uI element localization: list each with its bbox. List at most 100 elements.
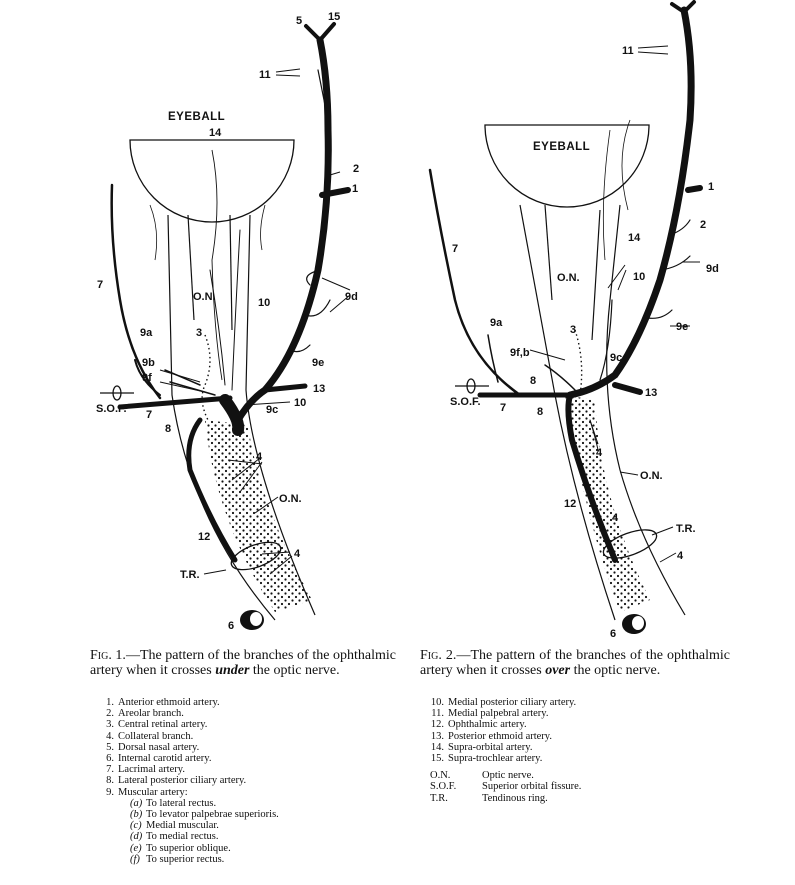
fig2-label-9c: 9c <box>610 352 622 364</box>
fig1-label-9b: 9b <box>142 357 155 369</box>
fig1-label-9f: 9f <box>142 372 152 384</box>
fig1-label-12: 12 <box>198 531 210 543</box>
fig2-label-on: O.N. <box>557 272 580 284</box>
fig1-label-on-lower: O.N. <box>279 493 302 505</box>
fig2-legend: 10.Medial posterior ciliary artery. 11.M… <box>420 697 581 804</box>
fig1-ophthalmic-artery <box>110 22 351 563</box>
abbreviation-item: S.O.F.Superior orbital fissure. <box>430 781 582 793</box>
fig1-central-retinal <box>201 334 211 421</box>
legend-item: 7.Lacrimal artery. <box>106 764 185 776</box>
fig1-legend: 1.Anterior ethmoid artery. 2.Areolar bra… <box>90 697 279 865</box>
fig1-label-11: 11 <box>259 69 271 81</box>
fig2-label-9d: 9d <box>706 263 719 275</box>
figure-1: 5 15 11 EYEBALL 14 2 1 7 O.N. 10 9d 9a 3… <box>96 11 359 632</box>
legend-item: 4.Collateral branch. <box>106 730 194 742</box>
fig2-caption-prefix: Fig. 2. <box>420 648 457 663</box>
fig1-caption-emphasis: under <box>215 663 250 678</box>
fig2-label-10: 10 <box>633 271 645 283</box>
fig1-labels: 5 15 11 EYEBALL 14 2 1 7 O.N. 10 9d 9a 3… <box>96 11 359 632</box>
fig1-label-6: 6 <box>228 620 234 632</box>
fig2-label-on-lower: O.N. <box>640 470 663 482</box>
fig2-dural-sheath <box>565 395 650 612</box>
fig2-label-2: 2 <box>700 219 706 231</box>
fig2-ophthalmic-artery <box>428 0 703 563</box>
fig2-label-1: 1 <box>708 181 714 193</box>
fig2-label-7-bottom: 7 <box>500 402 506 414</box>
fig2-label-12: 12 <box>564 498 576 510</box>
fig1-label-5: 5 <box>296 15 302 27</box>
fig2-label-9a: 9a <box>490 317 503 329</box>
fig1-label-3: 3 <box>196 327 202 339</box>
legend-item: 12.Ophthalmic artery. <box>430 719 527 731</box>
fig2-label-14: 14 <box>628 232 641 244</box>
fig2-optic-nerve <box>519 119 686 621</box>
fig1-label-8: 8 <box>165 423 171 435</box>
fig1-label-9d: 9d <box>345 291 358 303</box>
fig2-label-13: 13 <box>645 387 657 399</box>
abbreviation-item: O.N.Optic nerve. <box>430 770 534 782</box>
legend-item: 14.Supra-orbital artery. <box>430 741 533 753</box>
legend-item: 13.Posterior ethmoid artery. <box>430 730 553 742</box>
legend-item: 8.Lateral posterior ciliary artery. <box>106 775 247 787</box>
fig1-caption-end: the optic nerve. <box>249 663 340 678</box>
fig2-label-9fb: 9f,b <box>510 347 530 359</box>
fig2-label-8-lower: 8 <box>537 406 543 418</box>
legend-item: 15.Supra-trochlear artery. <box>430 753 543 765</box>
fig1-tendinous-ring <box>230 541 282 571</box>
legend-subitem: (d)To medial rectus. <box>130 831 219 843</box>
legend-item: 3.Central retinal artery. <box>106 719 208 731</box>
fig1-label-sof: S.O.F. <box>96 403 127 415</box>
fig1-label-9a: 9a <box>140 327 153 339</box>
fig2-label-11: 11 <box>622 45 634 57</box>
legend-item: 2.Areolar branch. <box>106 708 184 720</box>
legend-item: 9.Muscular artery: <box>106 786 188 798</box>
fig1-label-10-bottom: 10 <box>294 397 306 409</box>
fig2-eyeball-label: EYEBALL <box>533 141 590 153</box>
fig1-pointer-arrows <box>159 68 351 575</box>
fig1-eyeball-label: EYEBALL <box>168 111 225 123</box>
fig1-label-on: O.N. <box>193 291 216 303</box>
ophthalmic-artery-diagrams: 5 15 11 EYEBALL 14 2 1 7 O.N. 10 9d 9a 3… <box>96 0 719 640</box>
fig1-label-9e: 9e <box>312 357 324 369</box>
fig1-label-9c: 9c <box>266 404 278 416</box>
legend-item: 5.Dorsal nasal artery. <box>106 741 200 753</box>
fig1-eyeball <box>129 139 295 223</box>
legend-item: 11.Medial palpebral artery. <box>431 708 549 720</box>
legend-item: 1.Anterior ethmoid artery. <box>106 697 220 708</box>
fig2-tendinous-ring <box>602 529 658 559</box>
fig1-label-14: 14 <box>209 127 222 139</box>
legend-subitem: (f)To superior rectus. <box>130 853 225 865</box>
fig1-caption: Fig. 1.—The pattern of the branches of t… <box>90 648 396 678</box>
legend-item: 6.Internal carotid artery. <box>106 753 212 765</box>
legend-subitem: (c)Medial muscular. <box>130 820 219 832</box>
fig1-label-tr: T.R. <box>180 569 200 581</box>
fig1-caption-text: —The pattern of the branches of the opht… <box>90 648 396 678</box>
fig2-label-tr: T.R. <box>676 523 696 535</box>
fig2-labels: 11 EYEBALL 1 14 2 9d 7 O.N. 10 9e 9a 3 9… <box>450 45 719 640</box>
fig2-sof-symbol <box>455 378 489 394</box>
fig2-caption: Fig. 2.—The pattern of the branches of t… <box>420 648 730 678</box>
legend-subitem: (b)To levator palpebrae superioris. <box>130 809 279 821</box>
fig1-label-4-lower: 4 <box>294 548 301 560</box>
fig2-pointer-arrows <box>529 45 700 563</box>
legend-subitem: (e)To superior oblique. <box>130 842 231 854</box>
fig2-label-4-lower: 4 <box>677 550 684 562</box>
fig2-label-6: 6 <box>610 628 616 640</box>
legend-subitem: (a)To lateral rectus. <box>130 797 217 809</box>
fig1-caption-prefix: Fig. 1. <box>90 648 126 663</box>
fig2-label-8-upper: 8 <box>530 375 536 387</box>
fig2-label-3: 3 <box>570 324 576 336</box>
fig2-label-sof: S.O.F. <box>450 396 481 408</box>
legend-item: 10.Medial posterior ciliary artery. <box>430 697 577 708</box>
fig2-caption-end: the optic nerve. <box>570 663 661 678</box>
fig1-label-2: 2 <box>353 163 359 175</box>
fig1-sof-symbol <box>100 385 134 401</box>
fig1-label-4-upper: 4 <box>256 451 263 463</box>
fig1-label-15: 15 <box>328 11 340 23</box>
fig2-label-9e: 9e <box>676 321 688 333</box>
fig2-caption-text: —The pattern of the branches of the opht… <box>420 648 730 678</box>
fig1-label-13: 13 <box>313 383 325 395</box>
fig2-label-4-upper: 4 <box>596 447 603 459</box>
figure-2: 11 EYEBALL 1 14 2 9d 7 O.N. 10 9e 9a 3 9… <box>428 0 719 640</box>
fig2-label-7-top: 7 <box>452 243 458 255</box>
